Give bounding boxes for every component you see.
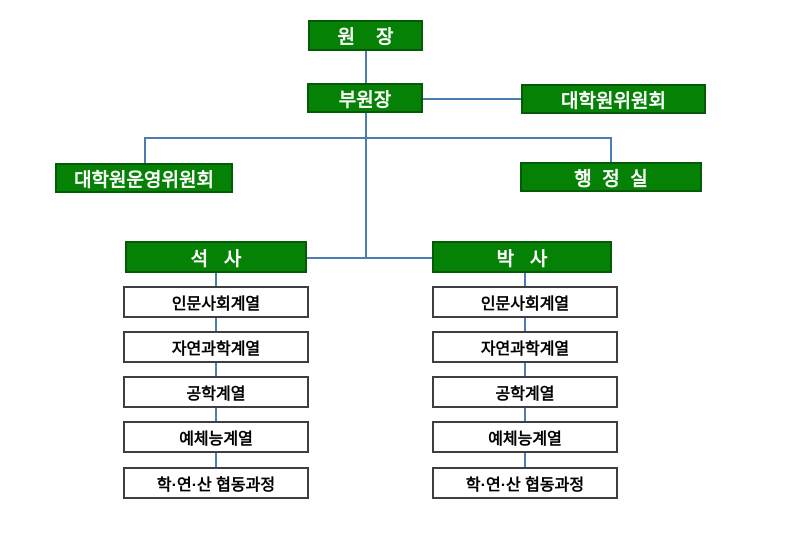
node-operating-committee: 대학원운영위원회: [55, 163, 233, 193]
connector-doctoral-track3: [524, 363, 526, 377]
connector-masters-track1: [215, 273, 217, 287]
connector-doctoral-track4: [524, 408, 526, 422]
connector-doctoral-track2: [524, 318, 526, 332]
node-doctoral-track-natural-sciences: 자연과학계열: [432, 331, 618, 363]
node-doctoral: 박 사: [432, 241, 612, 273]
connector-row2-horizontal: [144, 137, 611, 139]
node-masters-track-engineering: 공학계열: [123, 376, 309, 408]
connector-masters-track5: [215, 453, 217, 468]
connector-row2-right-drop: [610, 137, 612, 162]
connector-row2-left-drop: [144, 137, 146, 163]
node-doctoral-track-arts-sports: 예체능계열: [432, 421, 618, 453]
node-doctoral-track-cooperative: 학·연·산 협동과정: [432, 467, 618, 499]
node-doctoral-track-humanities: 인문사회계열: [432, 286, 618, 318]
node-doctoral-track-engineering: 공학계열: [432, 376, 618, 408]
node-director: 원 장: [308, 20, 423, 51]
node-admin-office: 행 정 실: [520, 162, 702, 192]
connector-vice-down: [365, 113, 367, 259]
connector-doctoral-track1: [524, 273, 526, 287]
connector-masters-doctoral: [307, 257, 432, 259]
connector-masters-track3: [215, 363, 217, 377]
node-masters-track-humanities: 인문사회계열: [123, 286, 309, 318]
node-masters-track-cooperative: 학·연·산 협동과정: [123, 467, 309, 499]
node-vice-director: 부원장: [307, 83, 423, 113]
connector-director-vice: [365, 51, 367, 83]
node-masters: 석 사: [125, 241, 307, 273]
connector-doctoral-track5: [524, 453, 526, 468]
node-grad-committee: 대학원위원회: [521, 84, 706, 114]
node-masters-track-arts-sports: 예체능계열: [123, 421, 309, 453]
connector-masters-track2: [215, 318, 217, 332]
connector-vice-gradcommittee: [423, 98, 521, 100]
connector-masters-track4: [215, 408, 217, 422]
node-masters-track-natural-sciences: 자연과학계열: [123, 331, 309, 363]
